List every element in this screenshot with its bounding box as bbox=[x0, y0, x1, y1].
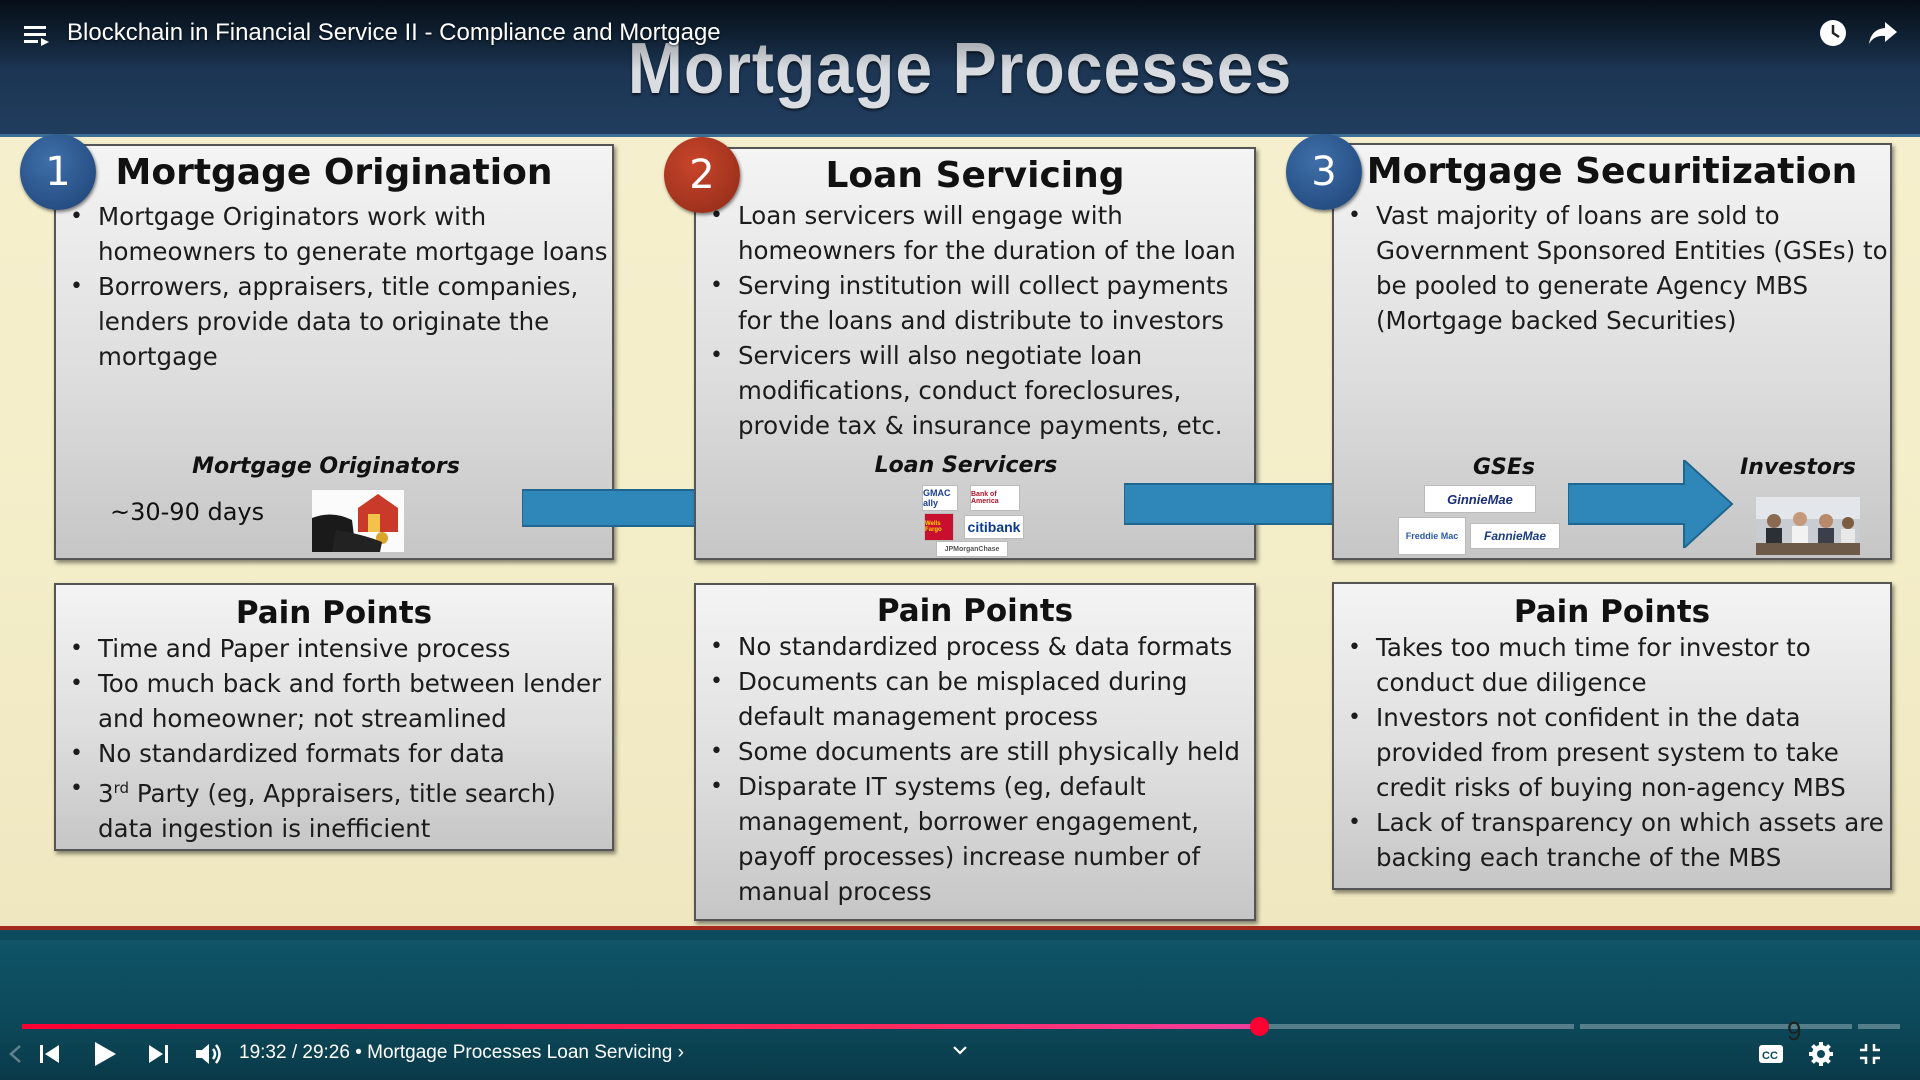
duration-note: ~30-90 days bbox=[110, 498, 265, 526]
pain-points-heading: Pain Points bbox=[235, 595, 433, 631]
fannie-mae-logo: FannieMae bbox=[1470, 523, 1560, 549]
mortgage-originators-label: Mortgage Originators bbox=[192, 454, 460, 479]
top-overlay bbox=[0, 0, 1920, 70]
bullet-item: Mortgage Originators work with homeowner… bbox=[56, 199, 612, 269]
bullet-item: Borrowers, appraisers, title companies, … bbox=[56, 269, 612, 374]
wells-fargo-logo: Wells Fargo bbox=[924, 513, 954, 541]
exit-fullscreen-icon[interactable] bbox=[1858, 1042, 1882, 1066]
pain-point-item: Too much back and forth between lender a… bbox=[56, 666, 612, 736]
step-3-badge: 3 bbox=[1286, 134, 1362, 210]
pain-point-item: Time and Paper intensive process bbox=[56, 631, 612, 666]
chapter-separator: • bbox=[355, 1042, 362, 1063]
securitization-pain-points-box: Pain Points Takes too much time for inve… bbox=[1332, 582, 1892, 890]
flow-arrow-3 bbox=[1568, 460, 1734, 548]
pain-point-item: Investors not confident in the data prov… bbox=[1334, 700, 1890, 805]
freddie-mac-logo: Freddie Mac bbox=[1398, 517, 1466, 555]
step-1-badge: 1 bbox=[20, 134, 96, 210]
loan-servicing-heading: Loan Servicing bbox=[825, 155, 1125, 196]
progress-scrubber[interactable] bbox=[1250, 1017, 1269, 1036]
pain-point-superscript: rd bbox=[113, 779, 130, 797]
clock-icon[interactable] bbox=[1818, 18, 1848, 48]
slide-footer-band bbox=[0, 926, 1920, 930]
ginnie-mae-logo: GinnieMae bbox=[1424, 485, 1536, 513]
servicing-pain-points-box: Pain Points No standardized process & da… bbox=[694, 583, 1256, 921]
mortgage-securitization-heading: Mortgage Securitization bbox=[1366, 151, 1858, 192]
pain-point-item: Documents can be misplaced during defaul… bbox=[696, 664, 1254, 734]
step-2-badge: 2 bbox=[664, 137, 740, 213]
video-title[interactable]: Blockchain in Financial Service II - Com… bbox=[67, 19, 721, 46]
bullet-item: Vast majority of loans are sold to Gover… bbox=[1334, 198, 1890, 338]
mortgage-origination-bullets: Mortgage Originators work with homeowner… bbox=[56, 199, 612, 374]
previous-icon[interactable] bbox=[38, 1042, 62, 1066]
servicing-pain-points: No standardized process & data formats D… bbox=[696, 629, 1254, 909]
menu-icon[interactable] bbox=[24, 24, 50, 46]
svg-text:CC: CC bbox=[1762, 1050, 1778, 1062]
pain-point-item: No standardized process & data formats bbox=[696, 629, 1254, 664]
pain-point-text: 3 bbox=[98, 779, 114, 809]
securitization-pain-points: Takes too much time for investor to cond… bbox=[1334, 630, 1890, 875]
current-time: 19:32 bbox=[239, 1042, 287, 1063]
volume-icon[interactable] bbox=[194, 1041, 222, 1067]
duration: 29:26 bbox=[302, 1042, 350, 1063]
pain-points-heading: Pain Points bbox=[1513, 594, 1711, 630]
origination-pain-points: Time and Paper intensive process Too muc… bbox=[56, 631, 612, 846]
mortgage-origination-box: Mortgage Origination Mortgage Originator… bbox=[54, 144, 614, 560]
slide-page-number: 9 bbox=[1787, 1016, 1802, 1046]
loan-servicing-bullets: Loan servicers will engage with homeowne… bbox=[696, 198, 1254, 443]
chevron-down-icon[interactable] bbox=[950, 1044, 970, 1058]
play-icon[interactable] bbox=[92, 1040, 118, 1068]
pain-point-item: Some documents are still physically held bbox=[696, 734, 1254, 769]
mortgage-securitization-bullets: Vast majority of loans are sold to Gover… bbox=[1334, 198, 1890, 338]
time-separator: / bbox=[291, 1042, 298, 1063]
origination-pain-points-box: Pain Points Time and Paper intensive pro… bbox=[54, 583, 614, 851]
player-controls-bar bbox=[0, 940, 1920, 1080]
loan-servicers-label: Loan Servicers bbox=[874, 453, 1058, 478]
house-keys-image bbox=[312, 490, 404, 552]
pain-point-item: No standardized formats for data bbox=[56, 736, 612, 771]
time-display: 19:32 / 29:26 • Mortgage Processes Loan … bbox=[239, 1042, 684, 1064]
share-icon[interactable] bbox=[1868, 20, 1898, 46]
slide[interactable]: Mortgage Processes Mortgage Origination … bbox=[0, 0, 1920, 930]
chapter-chevron-icon[interactable]: › bbox=[677, 1042, 684, 1063]
pain-point-item: 3rd Party (eg, Appraisers, title search)… bbox=[56, 771, 612, 846]
chapter-title[interactable]: Mortgage Processes Loan Servicing bbox=[367, 1042, 673, 1063]
investors-photo bbox=[1756, 497, 1860, 555]
next-icon[interactable] bbox=[146, 1042, 170, 1066]
pain-point-text: Party (eg, Appraisers, title search) dat… bbox=[98, 779, 556, 844]
progress-bar[interactable] bbox=[22, 1024, 1900, 1029]
settings-icon[interactable] bbox=[1808, 1041, 1834, 1067]
bullet-item: Serving institution will collect payment… bbox=[696, 268, 1254, 338]
citibank-logo: citibank bbox=[964, 515, 1024, 539]
pain-points-heading: Pain Points bbox=[876, 593, 1074, 629]
pain-point-item: Lack of transparency on which assets are… bbox=[1334, 805, 1890, 875]
pain-point-item: Disparate IT systems (eg, default manage… bbox=[696, 769, 1254, 909]
bullet-item: Loan servicers will engage with homeowne… bbox=[696, 198, 1254, 268]
gmac-ally-logo: GMAC ally bbox=[922, 485, 958, 511]
captions-icon[interactable]: CC bbox=[1758, 1044, 1784, 1064]
bullet-item: Servicers will also negotiate loan modif… bbox=[696, 338, 1254, 443]
pain-point-item: Takes too much time for investor to cond… bbox=[1334, 630, 1890, 700]
investors-label: Investors bbox=[1740, 455, 1856, 480]
prev-chapter-icon[interactable] bbox=[6, 1044, 26, 1064]
jpmorgan-chase-logo: JPMorganChase bbox=[936, 541, 1008, 557]
progress-played bbox=[22, 1024, 1260, 1029]
mortgage-origination-heading: Mortgage Origination bbox=[115, 152, 553, 193]
gses-label: GSEs bbox=[1472, 455, 1536, 480]
bank-of-america-logo: Bank of America bbox=[970, 485, 1020, 511]
